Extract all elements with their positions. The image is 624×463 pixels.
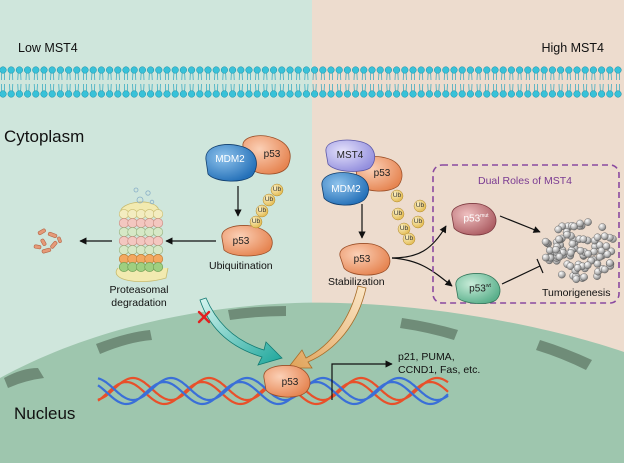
- ub-label: Ub: [251, 218, 261, 225]
- low-mst4-label: Low MST4: [18, 41, 78, 55]
- target-genes-line1: p21, PUMA,: [398, 351, 455, 363]
- cell-membrane: [0, 66, 622, 98]
- ubiquitination-label: Ubiquitination: [209, 260, 273, 272]
- p53-mutant: [451, 203, 497, 236]
- p53-ub-label: p53: [232, 236, 250, 247]
- blocked-cross: [197, 310, 211, 324]
- mst4-protein: [325, 139, 376, 172]
- nucleus-label: Nucleus: [14, 404, 76, 423]
- stabilized-p53: [339, 243, 391, 276]
- mdm2-p53-complex-left: [205, 135, 291, 182]
- proteasomal-label: Proteasomal: [109, 284, 169, 296]
- proteasome: [115, 187, 169, 283]
- arrow-to-p53-wt: [391, 257, 453, 287]
- degradation-label: degradation: [111, 297, 167, 309]
- p53-label: p53: [263, 149, 281, 160]
- inhibits-tumorigenesis: [501, 258, 544, 285]
- mdm2-protein: [205, 144, 257, 182]
- p53-label: p53: [373, 168, 391, 179]
- blocked-arrow-to-nucleus: [199, 297, 283, 366]
- ub-label: Ub: [404, 235, 414, 242]
- ub-label: Ub: [272, 186, 282, 193]
- ubiquitinated-p53: [221, 225, 273, 257]
- ub-label: Ub: [413, 218, 423, 225]
- target-genes-line2: CCND1, Fas, etc.: [398, 364, 481, 376]
- ub-label: Ub: [415, 202, 425, 209]
- arrow-to-target-genes: [331, 360, 393, 400]
- arrow-promotes-tumorigenesis: [499, 215, 541, 233]
- free-ubiquitin: [390, 189, 427, 246]
- p53-text: p53: [463, 213, 481, 225]
- stabilization-label: Stabilization: [328, 276, 385, 288]
- arrow-to-nucleus: [287, 285, 367, 369]
- ubiquitin-chain: [249, 183, 284, 229]
- p53-mut-label: p53mut: [456, 213, 496, 224]
- p53-stable-label: p53: [353, 254, 371, 265]
- ub-label: Ub: [399, 225, 409, 232]
- cytoplasm-label: Cytoplasm: [4, 127, 85, 146]
- tumorigenesis-label: Tumorigenesis: [542, 287, 611, 299]
- mdm2-protein: [321, 172, 369, 206]
- peptide-fragments: [33, 228, 62, 254]
- nuclear-p53: [263, 365, 311, 398]
- high-mst4-label: High MST4: [541, 41, 604, 55]
- mst4-label: MST4: [336, 150, 364, 161]
- mdm2-label: MDM2: [331, 184, 361, 195]
- ub-label: Ub: [257, 207, 267, 214]
- mut-superscript: mut: [480, 213, 489, 219]
- p53-wt-label: p53wt: [460, 283, 500, 294]
- mst4-mdm2-p53-complex: [321, 139, 403, 206]
- nuclear-pores: [4, 306, 592, 388]
- ub-label: Ub: [393, 210, 403, 217]
- nuclear-p53-label: p53: [281, 377, 299, 388]
- arrow-to-p53-mut: [391, 225, 447, 259]
- ub-label: Ub: [264, 196, 274, 203]
- dual-roles-box: [432, 164, 620, 304]
- mdm2-label: MDM2: [215, 154, 245, 165]
- p53-wild-type: [455, 273, 501, 304]
- tumor-cluster: [541, 218, 617, 284]
- ub-label: Ub: [392, 192, 402, 199]
- p53-text: p53: [469, 283, 486, 295]
- wt-superscript: wt: [485, 283, 491, 289]
- dual-roles-label: Dual Roles of MST4: [478, 175, 572, 187]
